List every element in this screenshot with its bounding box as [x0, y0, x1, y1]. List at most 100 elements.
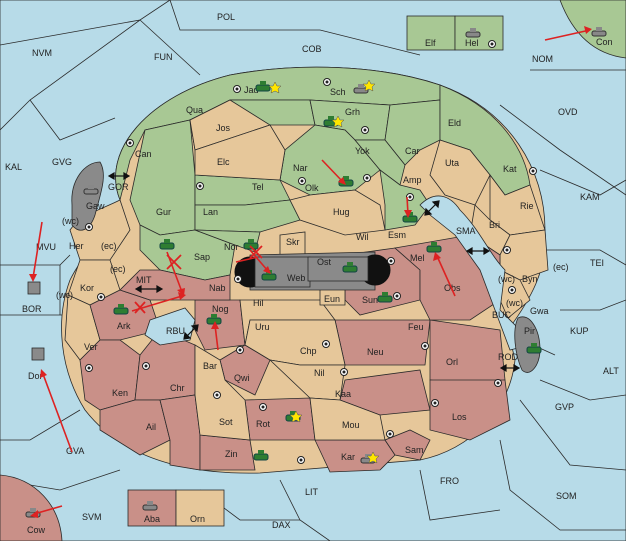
label-grh: Grh	[345, 107, 360, 117]
supply-center	[322, 340, 330, 348]
label-orl: Orl	[446, 357, 458, 367]
label-ver: Ver	[84, 342, 98, 352]
star-icon	[331, 115, 345, 128]
label-uru: Uru	[255, 322, 270, 332]
label-orn: Orn	[190, 514, 205, 524]
label-tei: TEI	[590, 258, 604, 268]
label-nvm: NVM	[32, 48, 52, 58]
supply-center	[97, 293, 105, 301]
label-car: Car	[405, 146, 420, 156]
supply-center	[494, 379, 502, 387]
label-jos: Jos	[216, 123, 231, 133]
label-sot: Sot	[219, 417, 233, 427]
supply-center	[213, 391, 221, 399]
label-nil: Nil	[314, 368, 325, 378]
label-kup: KUP	[570, 326, 589, 336]
label-her: Her	[69, 241, 84, 251]
supply-center	[406, 193, 414, 201]
label-jad: Jad	[244, 85, 259, 95]
territory-labels: Jad Sch Qua Grh Jos Eld Can Yok Car Elc …	[27, 37, 613, 535]
supply-center	[233, 85, 241, 93]
supply-center	[503, 246, 511, 254]
supply-center	[259, 403, 267, 411]
sea-rbu	[144, 307, 196, 346]
label-sun: Sun	[362, 295, 378, 305]
label-neu: Neu	[367, 347, 384, 357]
supply-center	[323, 78, 331, 86]
army-unit	[377, 292, 393, 303]
label-lan: Lan	[203, 207, 218, 217]
label-ec-her: (ec)	[101, 241, 117, 251]
supply-center	[386, 430, 394, 438]
label-dax: DAX	[272, 520, 291, 530]
label-hel: Hel	[465, 38, 479, 48]
label-kar: Kar	[341, 452, 355, 462]
supply-center	[85, 223, 93, 231]
label-rot: Rot	[256, 419, 271, 429]
label-eun: Eun	[324, 294, 340, 304]
supply-center	[393, 292, 401, 300]
supply-center	[340, 368, 348, 376]
label-skr: Skr	[286, 237, 300, 247]
label-nog: Nog	[212, 304, 229, 314]
label-hil: Hil	[253, 298, 264, 308]
army-unit	[253, 450, 269, 461]
label-nom: NOM	[532, 54, 553, 64]
label-pol: POL	[217, 12, 235, 22]
label-olk: Olk	[305, 183, 319, 193]
label-can: Can	[135, 149, 152, 159]
green-territories	[115, 66, 531, 281]
army-unit	[526, 343, 542, 354]
label-som: SOM	[556, 491, 577, 501]
label-rod: ROD	[498, 352, 519, 362]
fleet-unit	[353, 84, 369, 94]
label-web: Web	[287, 273, 305, 283]
label-bor: BOR	[22, 304, 42, 314]
army-unit	[159, 239, 175, 250]
supply-center	[431, 399, 439, 407]
fleet-unit	[465, 28, 481, 38]
supply-center	[142, 362, 150, 370]
supply-center	[196, 182, 204, 190]
label-elf: Elf	[425, 38, 436, 48]
label-aba: Aba	[144, 514, 160, 524]
label-mit: MIT	[136, 275, 152, 285]
label-lit: LIT	[305, 487, 319, 497]
fleet-unit	[142, 501, 158, 511]
supply-center	[508, 286, 516, 294]
supply-center	[298, 177, 306, 185]
label-sch: Sch	[330, 87, 346, 97]
label-cob: COB	[302, 44, 322, 54]
label-qua: Qua	[186, 105, 203, 115]
label-yok: Yok	[355, 146, 370, 156]
supply-center	[234, 275, 242, 283]
label-los: Los	[452, 412, 467, 422]
label-ovd: OVD	[558, 107, 578, 117]
label-alt: ALT	[603, 366, 619, 376]
label-gwa: Gwa	[530, 306, 549, 316]
supply-centers	[85, 40, 537, 464]
red-territories	[79, 234, 511, 473]
star-icon	[362, 79, 376, 92]
label-feu: Feu	[408, 322, 424, 332]
label-rbu: RBU	[166, 326, 185, 336]
label-bri: Bri	[489, 220, 500, 230]
label-sap: Sap	[194, 252, 210, 262]
label-ail: Ail	[146, 422, 156, 432]
tan-territories-west	[64, 199, 131, 361]
label-buc: BUC	[492, 310, 512, 320]
label-nar: Nar	[293, 163, 308, 173]
label-wc-kor: (wc)	[56, 290, 73, 300]
label-zin: Zin	[225, 449, 238, 459]
label-rie: Rie	[520, 201, 534, 211]
central-lake	[234, 251, 391, 291]
label-obs: Obs	[444, 283, 461, 293]
supply-center	[236, 346, 244, 354]
label-mou: Mou	[342, 420, 360, 430]
label-sma: SMA	[456, 226, 476, 236]
label-amp: Amp	[403, 175, 422, 185]
label-dor: Dor	[28, 371, 43, 381]
label-ec-byn: (ec)	[553, 262, 569, 272]
supply-center	[126, 139, 134, 147]
label-gor: GOR	[108, 182, 129, 192]
